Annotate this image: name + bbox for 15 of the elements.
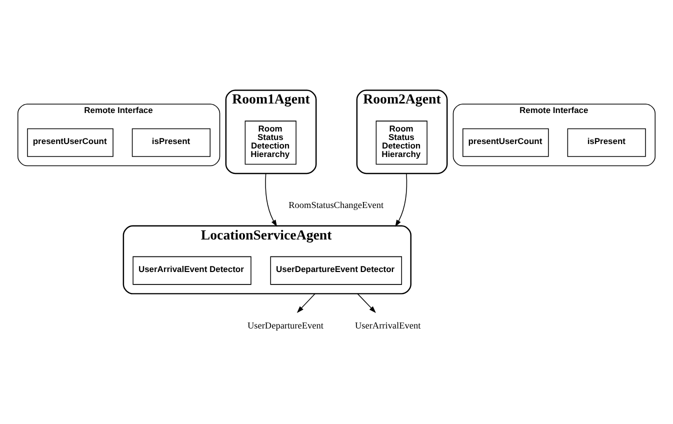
node-box: isPresent (132, 128, 210, 157)
arrow (357, 293, 376, 313)
node-box: Room Status Detection Hierarchy (376, 120, 428, 165)
arrow (265, 173, 278, 227)
arrow (296, 293, 316, 313)
node-box: Room Status Detection Hierarchy (244, 120, 296, 165)
node-box: presentUserCount (27, 128, 114, 157)
label: RoomStatusChangeEvent (288, 200, 384, 210)
node-box: presentUserCount (462, 128, 549, 157)
arrow (395, 173, 408, 227)
node-text: UserArrivalEvent (354, 320, 421, 330)
node-box: UserArrivalEvent Detector (132, 256, 252, 285)
node-text: UserDepartureEvent (247, 320, 324, 330)
node-box: isPresent (567, 128, 646, 157)
node-box: UserDepartureEvent Detector (270, 256, 402, 285)
